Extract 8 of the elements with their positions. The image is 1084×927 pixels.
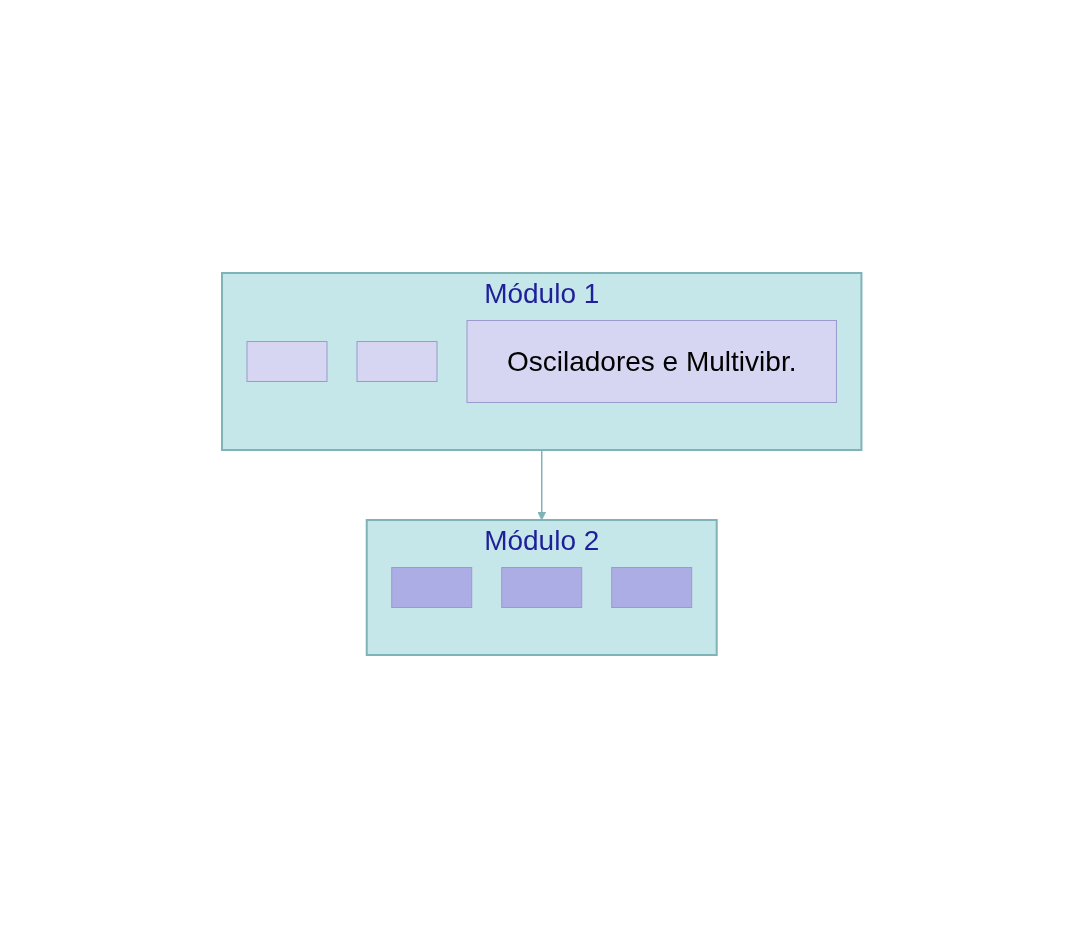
- cluster: Módulo 2: [366, 518, 718, 656]
- node-box: [356, 340, 438, 382]
- arrow: [537, 448, 547, 520]
- node-box: [391, 566, 473, 608]
- node-box: [611, 566, 693, 608]
- node-box: Osciladores e Multivibr.: [466, 319, 838, 403]
- node-box: [501, 566, 583, 608]
- node-box: [246, 340, 328, 382]
